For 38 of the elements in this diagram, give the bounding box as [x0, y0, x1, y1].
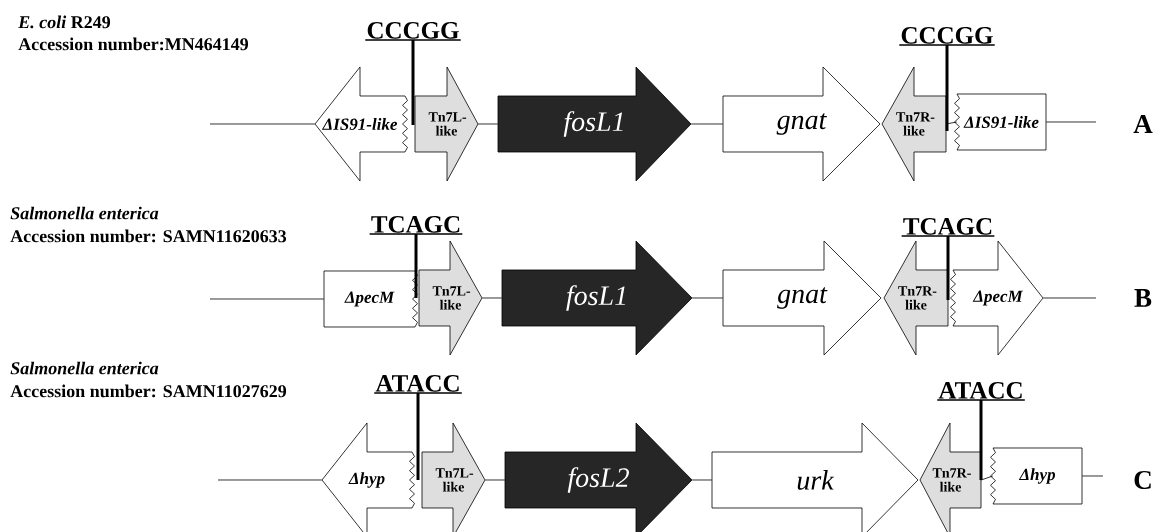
backbone-line: [691, 479, 713, 481]
panel-letter: B: [1134, 289, 1152, 307]
backbone-line: [1042, 297, 1097, 299]
backbone-line: [477, 123, 499, 125]
target-site-sequence: ATACC: [373, 375, 463, 394]
backbone-line: [945, 121, 958, 125]
gene-fragment-box: ΔIS91-like: [954, 93, 1047, 151]
backbone-line: [1081, 475, 1104, 477]
backbone-line: [209, 298, 325, 300]
backbone-line: [481, 297, 503, 299]
gene-fragment-box: ΔpecM: [323, 270, 418, 328]
gene-fragment-box: Δhyp: [990, 447, 1083, 505]
target-site-sequence: TCAGC: [900, 218, 996, 237]
backbone-line: [980, 475, 994, 481]
backbone-line: [209, 123, 316, 125]
insertion-site-marker: [414, 234, 418, 298]
accession-number: Accession number: SAMN11620633: [10, 229, 287, 243]
panel-letter: A: [1133, 115, 1153, 133]
species-name: Salmonella enterica: [10, 206, 159, 220]
target-site-sequence: ATACC: [936, 382, 1026, 401]
backbone-line: [690, 123, 724, 125]
backbone-line: [691, 297, 724, 299]
backbone-line: [484, 479, 506, 481]
backbone-line: [1045, 121, 1097, 123]
insertion-site-marker: [945, 45, 949, 131]
species-name: E. coli R249: [18, 15, 111, 29]
insertion-site-marker: [979, 400, 983, 480]
insertion-site-marker: [946, 236, 950, 300]
panel-letter: C: [1134, 470, 1151, 490]
target-site-sequence: CCCGG: [898, 27, 996, 46]
accession-number: Accession number: SAMN11027629: [10, 384, 287, 398]
backbone-line: [217, 479, 323, 481]
insertion-site-marker: [411, 40, 415, 125]
target-site-sequence: CCCGG: [364, 22, 462, 41]
target-site-sequence: TCAGC: [368, 216, 464, 235]
accession-number: Accession number:MN464149: [18, 37, 249, 51]
species-name: Salmonella enterica: [10, 361, 159, 375]
insertion-site-marker: [416, 393, 420, 480]
